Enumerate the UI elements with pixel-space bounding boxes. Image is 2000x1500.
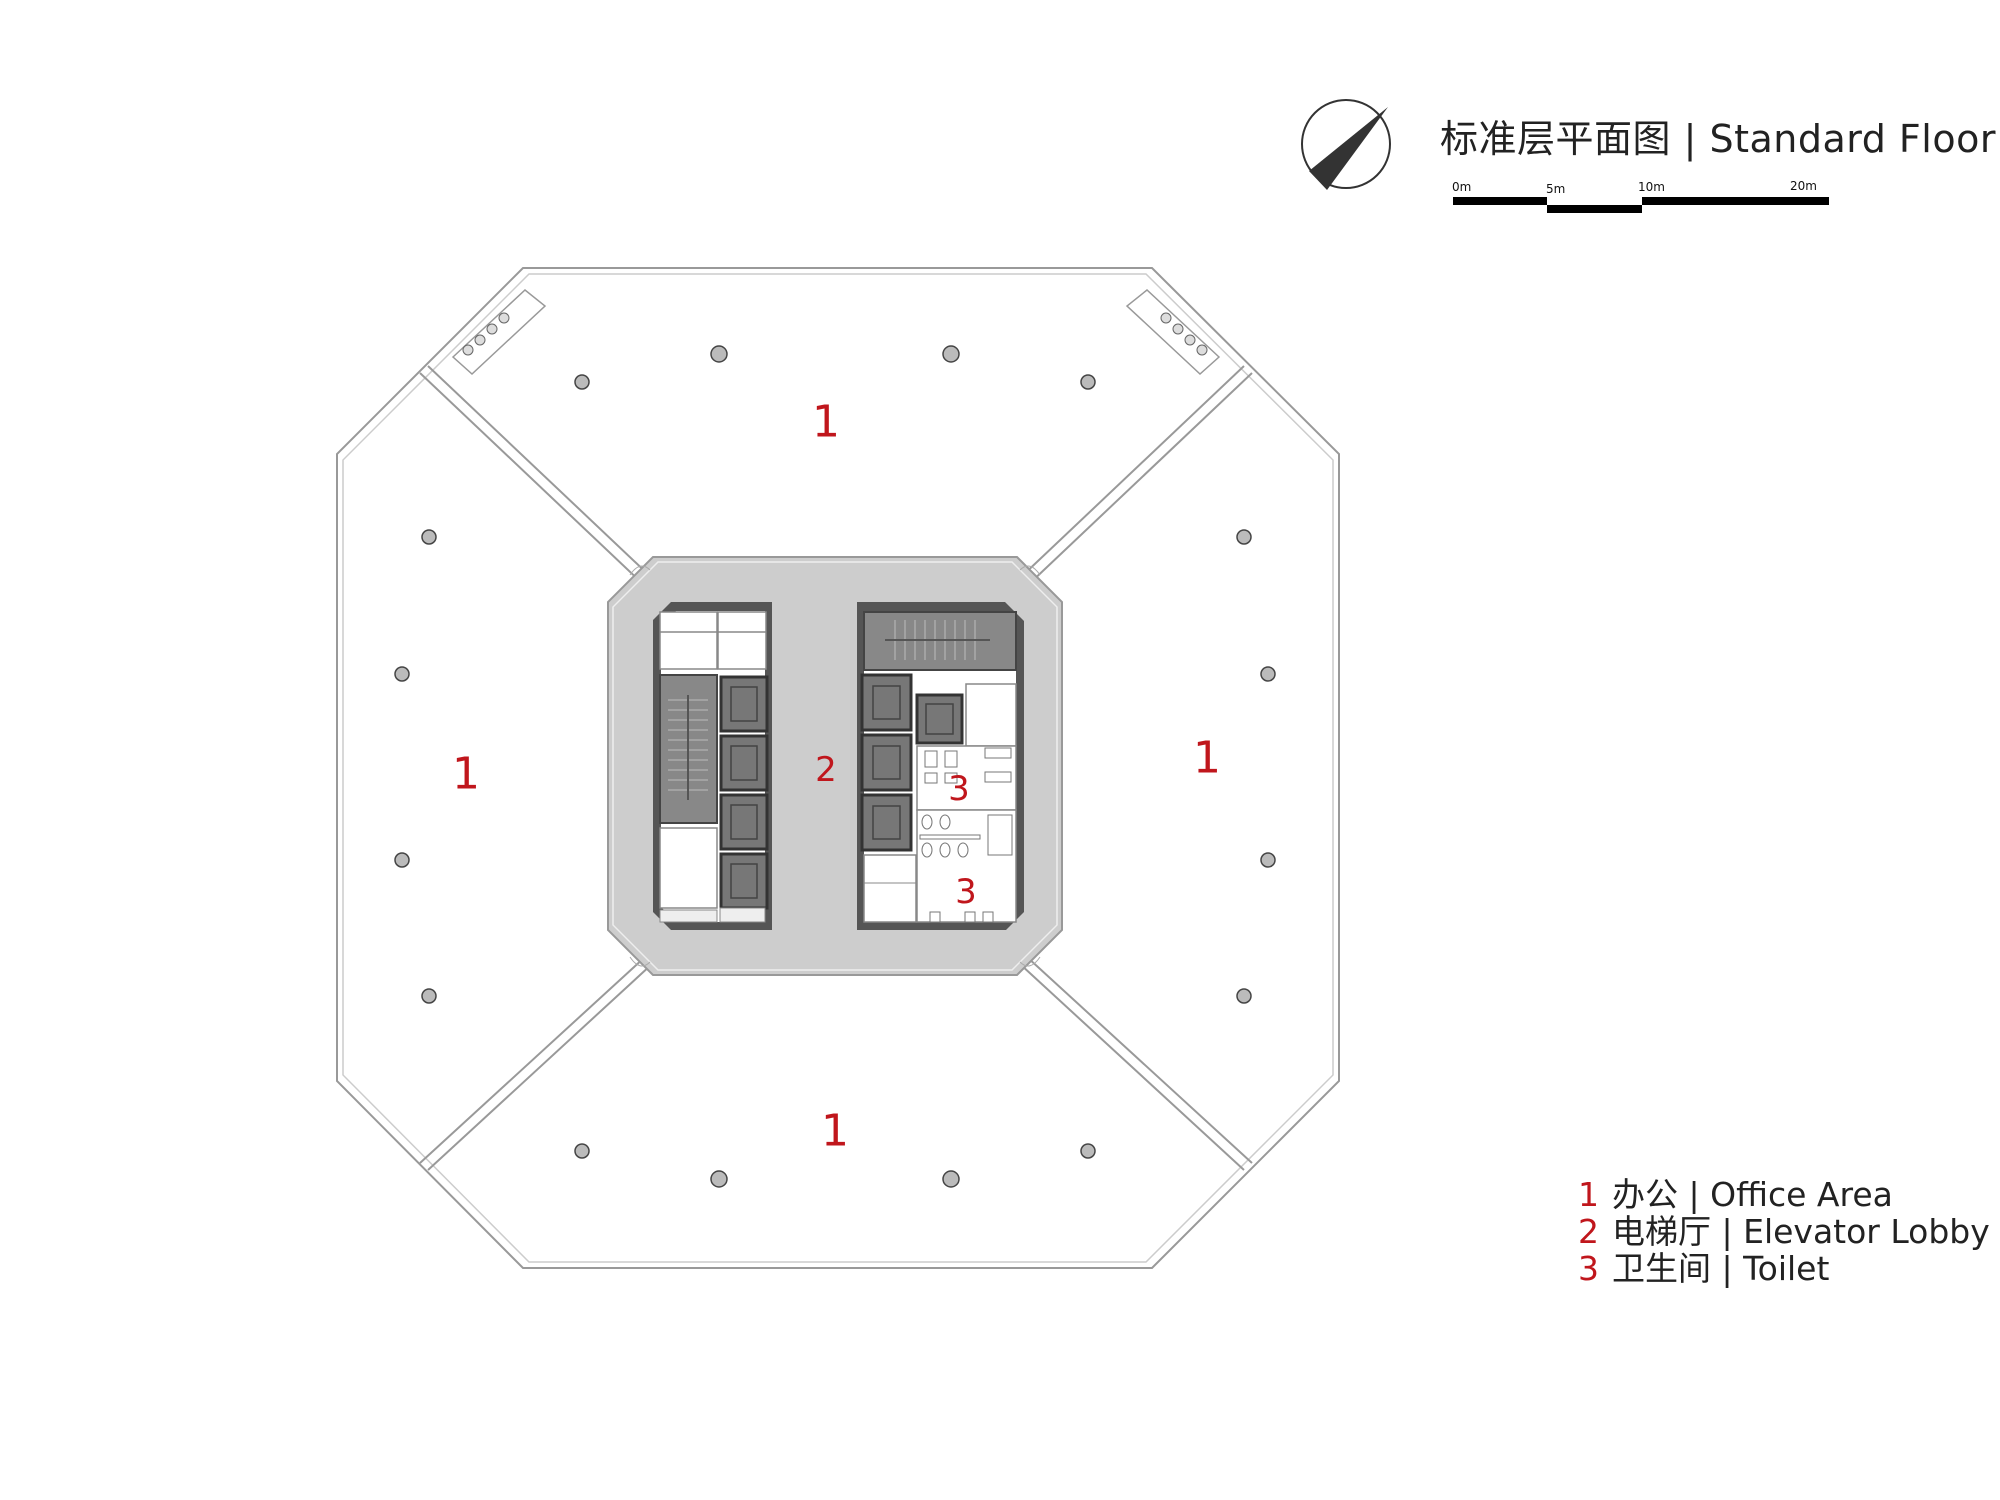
room-number-elevator-lobby: 2 [815,750,837,790]
column [710,345,728,363]
room-number-office-east: 1 [1193,732,1221,784]
structural-columns [394,345,1276,1188]
north-arrow-icon [1301,99,1391,190]
column [1080,374,1096,390]
legend-label: 电梯厅 | Elevator Lobby [1612,1212,1990,1251]
legend-number: 2 [1578,1212,1599,1251]
elevator-car [719,734,769,792]
legend-item: 1 办公 | Office Area [1578,1176,1990,1213]
page-title: 标准层平面图 | Standard Floor Plan [1440,117,2000,161]
elevator-car [860,673,913,732]
legend-label: 卫生间 | Toilet [1612,1249,1830,1288]
elevator-car [915,693,964,745]
core-left [653,602,772,930]
scale-tick-10m: 10m [1638,180,1665,194]
column [942,345,960,363]
core-right [857,602,1024,930]
elevator-car [719,675,769,733]
legend-item: 2 电梯厅 | Elevator Lobby [1578,1213,1990,1250]
elevator-car [860,793,913,852]
column [574,374,590,390]
room-number-toilet-upper: 3 [948,769,970,809]
scale-tick-20m: 20m [1790,179,1817,193]
door-swings [629,565,1041,967]
room-number-toilet-lower: 3 [955,872,977,912]
legend-label: 办公 | Office Area [1612,1175,1893,1214]
scale-tick-0m: 0m [1452,180,1472,194]
scale-bar [1453,197,1829,213]
room-number-office-north: 1 [812,396,840,448]
elevator-car [860,733,913,792]
legend-item: 3 卫生间 | Toilet [1578,1250,1990,1287]
column [421,529,437,545]
legend-number: 1 [1578,1175,1599,1214]
legend-number: 3 [1578,1249,1599,1288]
room-number-office-west: 1 [452,748,480,800]
column [1236,529,1252,545]
column [1080,1143,1096,1159]
room-number-office-south: 1 [821,1105,849,1157]
column [1236,988,1252,1004]
balcony-nw [451,289,547,376]
column [394,666,410,682]
column [710,1170,728,1188]
column [574,1143,590,1159]
column [1260,666,1276,682]
column [1260,852,1276,868]
column [421,988,437,1004]
elevator-car [719,793,769,851]
column [394,852,410,868]
balcony-ne [1125,289,1221,376]
column [942,1170,960,1188]
scale-tick-5m: 5m [1546,182,1566,196]
partition-walls [419,365,1253,1171]
elevator-car [719,852,769,910]
